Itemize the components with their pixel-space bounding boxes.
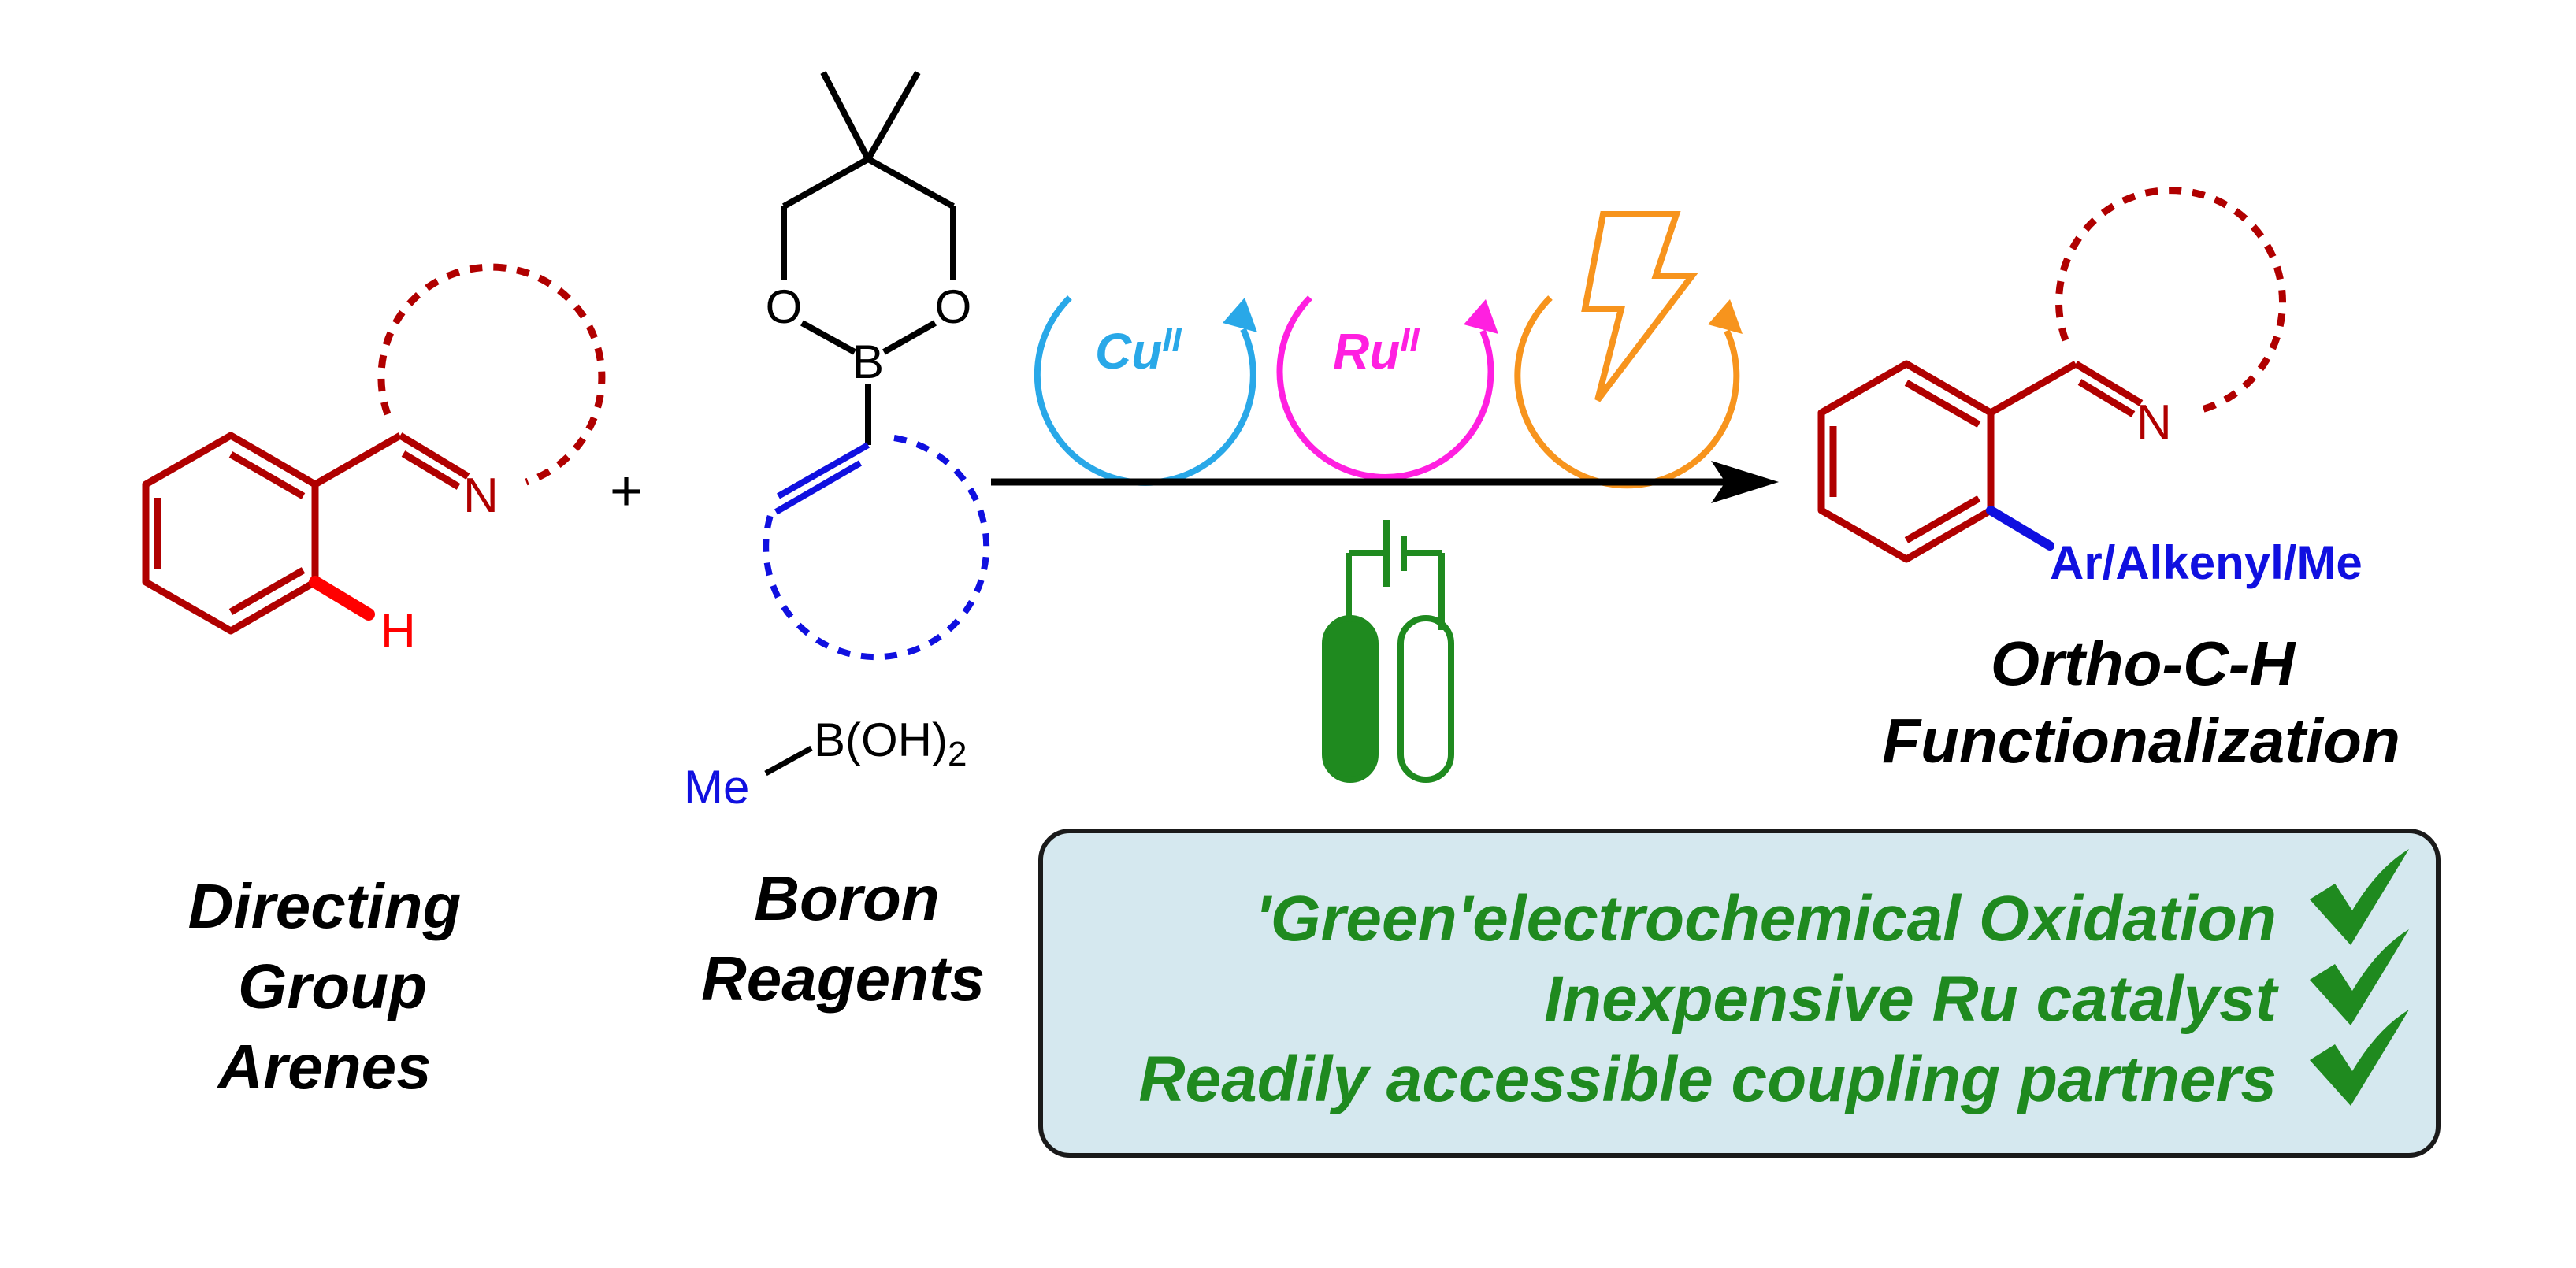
dashed-ring: [2055, 187, 2286, 413]
cathode-icon: [1397, 615, 1454, 783]
reactant1-label-line2: Group: [238, 951, 427, 1021]
me-b-bond: [764, 745, 813, 777]
electro-cycle: [1514, 295, 1743, 489]
plus-sign: +: [610, 460, 643, 523]
imine-double-bond: [401, 450, 461, 490]
cc-bond: [1988, 361, 2078, 416]
aromatic-bond: [1904, 380, 1981, 428]
reactant1-label-line1: Directing: [188, 871, 462, 941]
reactant1-label-line3: Arenes: [216, 1032, 431, 1102]
benzene-ring: [142, 432, 319, 635]
oxygen-atom-left: O: [766, 280, 803, 333]
checkmark-icon: [2310, 849, 2409, 945]
reactant2-label-line1: Boron: [754, 863, 940, 933]
ring-bond: [782, 156, 870, 209]
dashed-ring: [763, 435, 990, 661]
hydrogen-atom: H: [380, 604, 416, 658]
product-label-line2: Functionalization: [1882, 706, 2400, 776]
ch-bond: [313, 432, 403, 488]
benzene-ring: [1817, 360, 1995, 563]
battery-electrodes-icon: [1322, 520, 1454, 783]
anode-icon: [1322, 615, 1379, 783]
imine-double-bond: [2077, 379, 2136, 417]
product-label-line1: Ortho-C-H: [1991, 628, 2297, 699]
dashed-ring: [377, 263, 606, 486]
lightning-bolt-icon: [1581, 211, 1699, 402]
methyl-label: Me: [684, 761, 749, 814]
vinyl-group: [763, 435, 990, 661]
benefits-box: 'Green'electrochemical Oxidation Inexpen…: [1038, 829, 2441, 1158]
benefit-item: 'Green'electrochemical Oxidation: [1255, 883, 2277, 955]
ob-bond: [882, 320, 937, 355]
cu-catalyst-label: CuII: [1095, 321, 1182, 380]
ring-bond: [867, 156, 955, 209]
ru-catalyst-label: RuII: [1333, 321, 1420, 380]
aromatic-bond: [228, 451, 306, 499]
aromatic-bond: [228, 567, 306, 615]
reactant-arene: [142, 263, 606, 635]
imine-bond: [2073, 361, 2144, 406]
benefit-item: Readily accessible coupling partners: [1138, 1044, 2277, 1115]
product-arene: [1817, 187, 2286, 563]
new-ortho-bond: [1986, 506, 2054, 551]
checkmark-icon: [2310, 929, 2409, 1025]
ob-bond: [800, 320, 856, 355]
methyl-bond: [865, 71, 921, 161]
boronic-acid-label: B(OH)2: [814, 714, 967, 773]
reactant2-label-line2: Reagents: [701, 944, 985, 1014]
methyl-bond: [820, 71, 871, 161]
nitrogen-atom: N: [463, 469, 499, 523]
checkmark-icon: [2310, 1010, 2409, 1106]
aromatic-bond: [1904, 495, 1981, 543]
ortho-ch-bond: [309, 576, 375, 621]
benefit-item: Inexpensive Ru catalyst: [1544, 963, 2277, 1035]
product-substituent-label: Ar/Alkenyl/Me: [2050, 536, 2363, 589]
boronate-ester: [781, 71, 956, 445]
imine-bond: [398, 432, 470, 480]
product-nitrogen-atom: N: [2136, 395, 2172, 450]
arrowhead-icon: [1711, 461, 1779, 503]
ru-cycle: [1276, 295, 1498, 480]
oxygen-atom-right: O: [935, 280, 972, 333]
boron-atom: B: [852, 336, 884, 388]
